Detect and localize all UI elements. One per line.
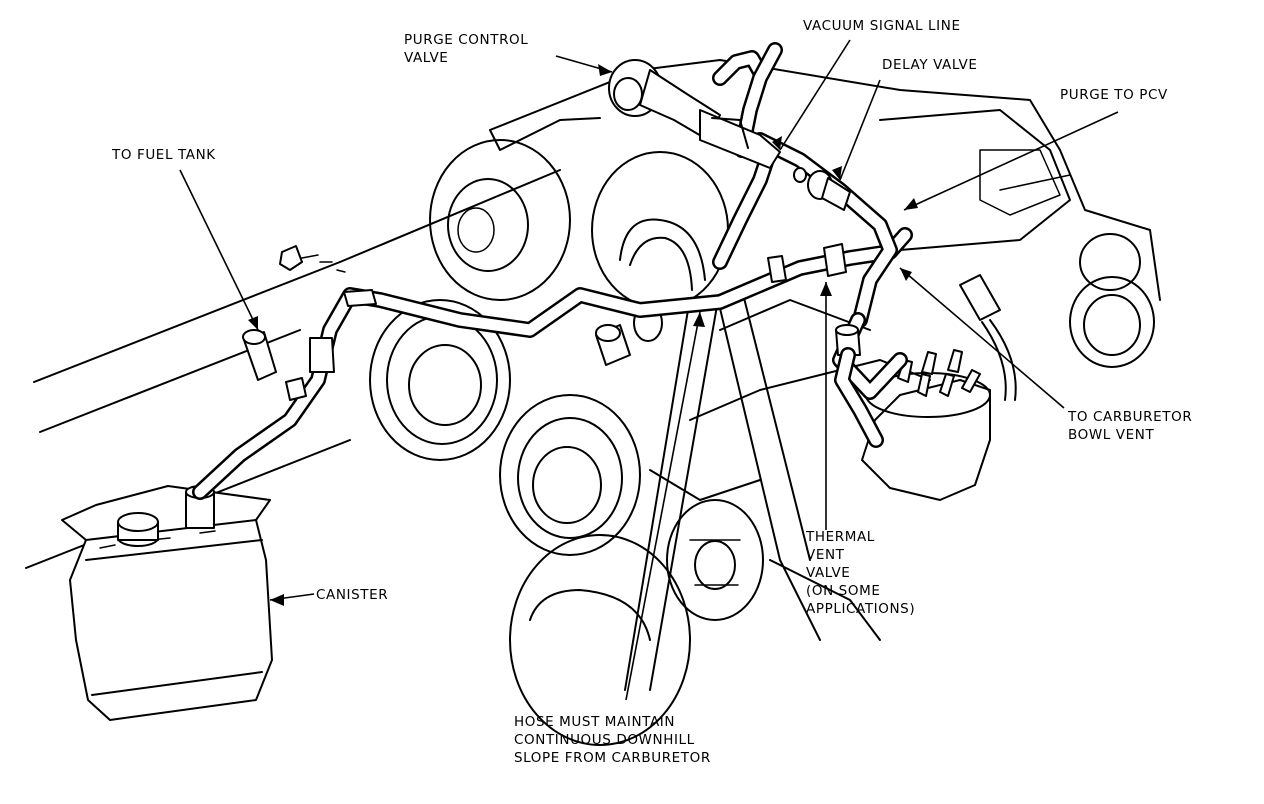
- label-bowl-vent-line-1: TO CARBURETOR: [1068, 409, 1193, 425]
- distributor: [861, 349, 991, 501]
- left-middle-pulley: [369, 299, 511, 461]
- purge-control-valve: [608, 59, 781, 169]
- label-hose-note: HOSE MUST MAINTAIN CONTINUOUS DOWNHILL SLO…: [514, 713, 711, 767]
- label-purge-control-valve-line-2: VALVE: [404, 50, 449, 66]
- center-pulley: [499, 394, 641, 556]
- label-hose-note-line-2: CONTINUOUS DOWNHILL: [514, 732, 695, 748]
- right-lower-pulley: [666, 499, 764, 621]
- label-thermal-line-5: APPLICATIONS): [806, 601, 916, 617]
- label-thermal-line-3: VALVE: [806, 565, 851, 581]
- lower-pulley: [509, 534, 691, 746]
- label-thermal-line-1: THERMAL: [806, 529, 875, 545]
- label-purge-control-valve-line-1: PURGE CONTROL: [404, 32, 529, 48]
- label-purge-to-pcv: PURGE TO PCV: [1060, 87, 1168, 103]
- small-pulley: [1069, 233, 1155, 368]
- label-hose-note-line-3: SLOPE FROM CARBURETOR: [514, 750, 711, 766]
- label-purge-control-valve: PURGE CONTROL VALVE: [404, 31, 528, 67]
- drive-belt: [624, 289, 821, 691]
- label-bowl-vent-line-2: BOWL VENT: [1068, 427, 1155, 443]
- thermal-vent-valve: [834, 324, 884, 448]
- fuel-tank-hose: [242, 329, 277, 381]
- vapor-hose: [192, 227, 913, 500]
- fittings: [279, 245, 663, 366]
- label-delay-valve: DELAY VALVE: [882, 57, 978, 73]
- delay-valve: [793, 167, 851, 211]
- label-hose-note-line-1: HOSE MUST MAINTAIN: [514, 714, 676, 730]
- label-thermal-vent-valve: THERMAL VENT VALVE (ON SOME APPLICATIONS): [806, 528, 915, 618]
- upper-center-pulley: [591, 151, 729, 309]
- label-vacuum-signal-line: VACUUM SIGNAL LINE: [803, 18, 961, 34]
- label-to-fuel-tank: TO FUEL TANK: [112, 147, 216, 163]
- carburetor-hoses: [712, 42, 908, 400]
- charcoal-canister: [61, 485, 273, 721]
- label-thermal-line-4: (ON SOME: [806, 583, 881, 599]
- label-thermal-line-2: VENT: [806, 547, 845, 563]
- label-to-carburetor-bowl-vent: TO CARBURETOR BOWL VENT: [1068, 408, 1192, 444]
- label-canister: CANISTER: [316, 587, 389, 603]
- arrow-heads: [248, 64, 918, 606]
- upper-left-pulley: [429, 139, 571, 301]
- engine-block: [489, 59, 1161, 641]
- spark-plug-wire: [959, 274, 1017, 401]
